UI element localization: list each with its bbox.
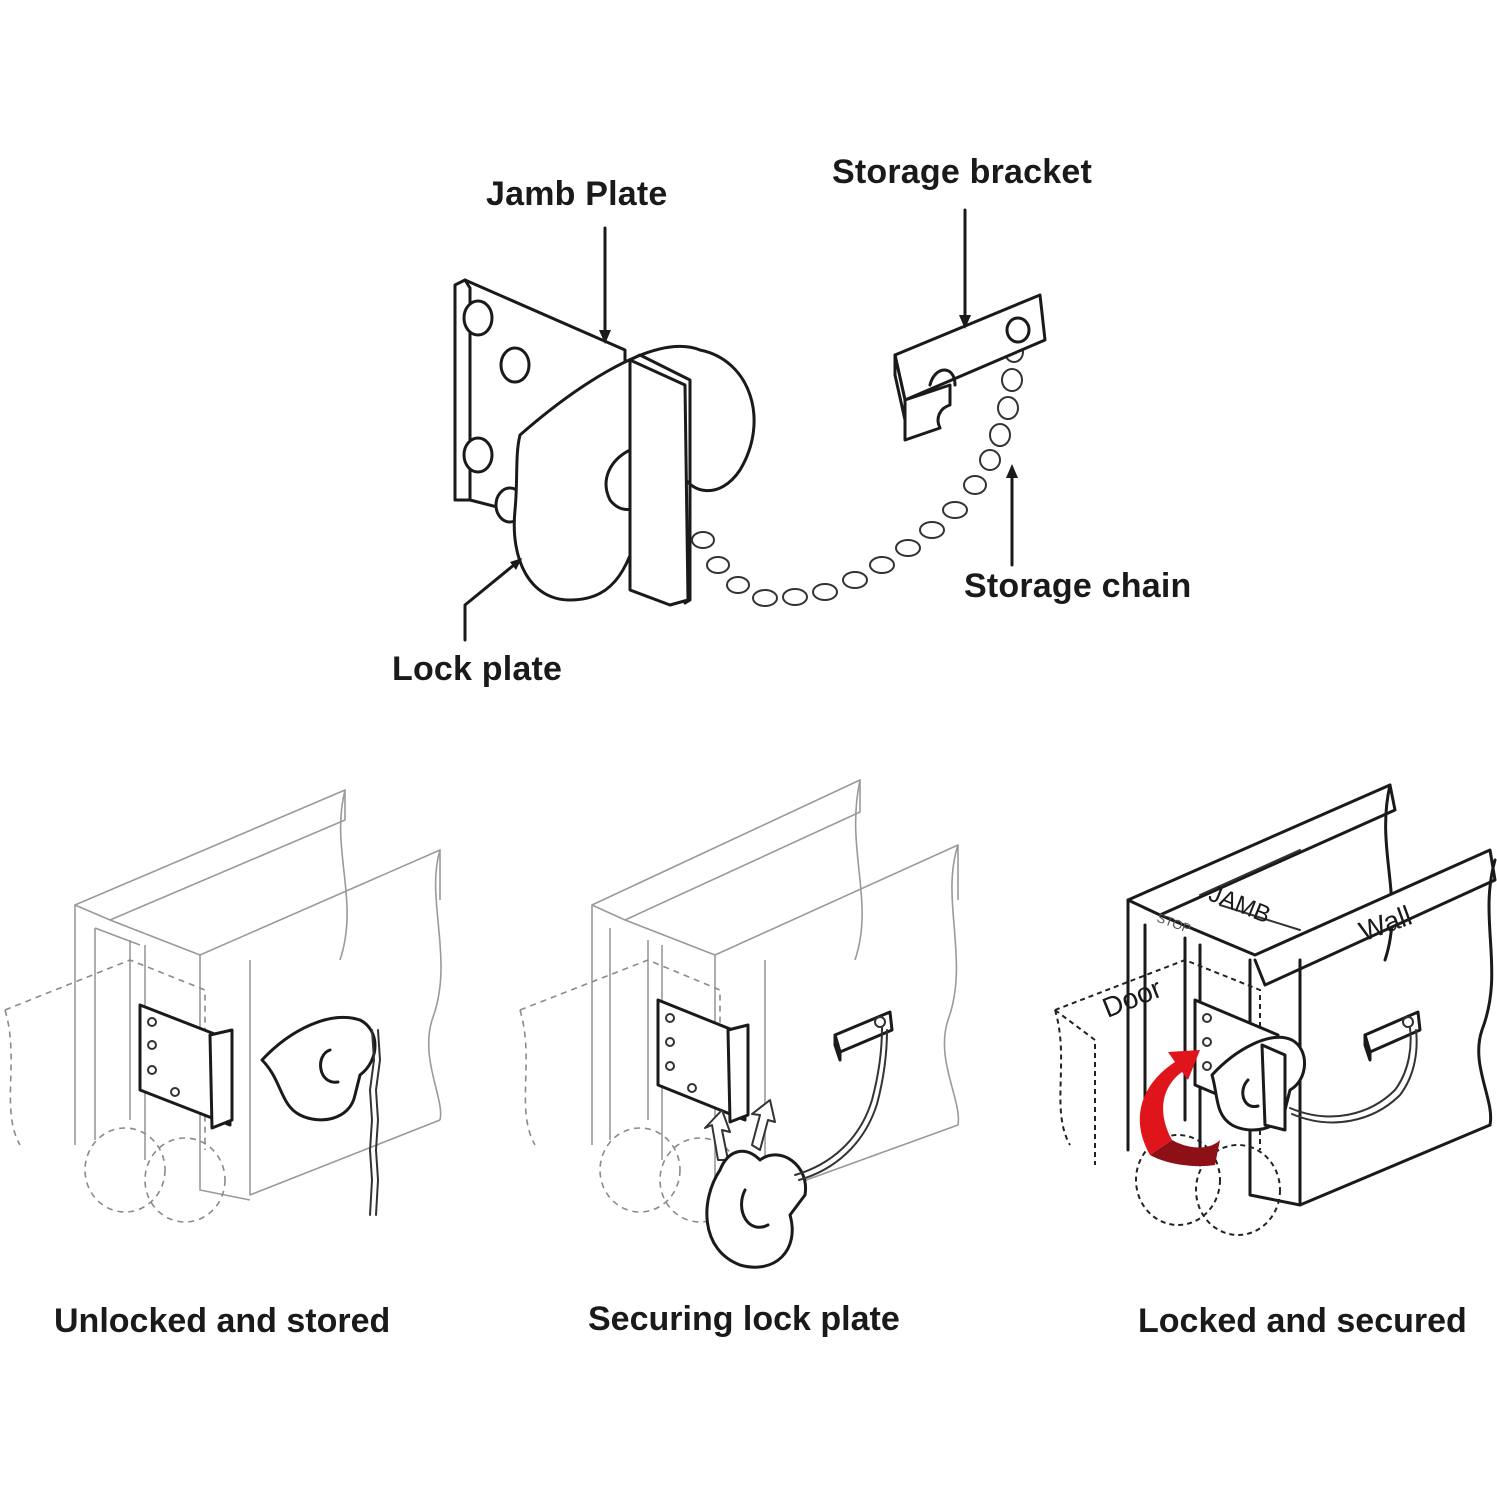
- jamb-plate-front: [628, 353, 692, 607]
- panel-locked-and-secured: [1054, 783, 1497, 1236]
- lock-plate-engaged: [1210, 1035, 1306, 1132]
- door-frame: [1126, 783, 1497, 1207]
- hardware-illustration: [453, 208, 1047, 642]
- chain: [794, 1027, 888, 1181]
- hanging-chain: [369, 1029, 381, 1216]
- door-frame: [591, 779, 960, 1196]
- lock-plate-in-hand: [705, 1149, 807, 1269]
- lock-plate-label: Lock plate: [392, 650, 563, 688]
- caption-locked-and-secured: Locked and secured: [1138, 1302, 1467, 1340]
- panel-securing-lock-plate: [519, 779, 960, 1269]
- storage-chain: [691, 341, 1024, 607]
- door-outline-dashed: [4, 959, 226, 1223]
- direction-arrows: [704, 1099, 776, 1161]
- chain: [1289, 1027, 1418, 1124]
- storage-bracket-mounted: [833, 1010, 894, 1062]
- panel-unlocked-and-stored: [4, 789, 442, 1223]
- lock-plate-stored: [260, 1015, 377, 1122]
- storage-bracket-mounted: [1363, 1010, 1422, 1062]
- storage-bracket: [893, 293, 1047, 442]
- caption-unlocked-and-stored: Unlocked and stored: [54, 1302, 391, 1340]
- storage-chain-label: Storage chain: [964, 567, 1192, 605]
- leader-lines: [463, 208, 1018, 642]
- jamb-plate-mounted: [138, 1003, 234, 1130]
- jamb-plate-mounted: [656, 998, 750, 1124]
- storage-bracket-label: Storage bracket: [832, 153, 1092, 191]
- rotation-arrow: [1139, 1050, 1220, 1167]
- jamb-plate-label: Jamb Plate: [486, 175, 668, 213]
- door-frame: [74, 789, 442, 1201]
- caption-securing-lock-plate: Securing lock plate: [588, 1300, 900, 1338]
